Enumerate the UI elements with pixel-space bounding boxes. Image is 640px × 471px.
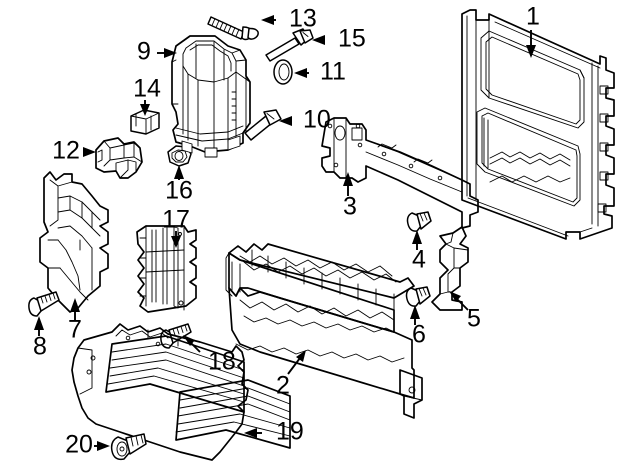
callout-label-15: 15 (338, 25, 366, 53)
leader-6 (410, 305, 420, 325)
leader-9 (157, 48, 177, 58)
callout-label-4: 4 (412, 246, 426, 274)
callout-label-16: 16 (165, 177, 193, 205)
leader-19 (244, 428, 262, 438)
callout-labels: 1 2 3 4 5 6 7 8 9 10 11 12 13 14 15 16 1… (33, 3, 540, 459)
leader-10 (279, 116, 292, 126)
callout-label-7: 7 (68, 316, 82, 344)
part-5-bracket-formed (431, 226, 469, 311)
callout-label-13: 13 (289, 5, 317, 33)
leader-4 (412, 230, 422, 250)
part-7-air-deflector-side (39, 171, 109, 313)
part-10-bolt-flange (244, 109, 282, 141)
leader-16 (174, 165, 184, 180)
leader-2 (287, 350, 306, 375)
part-15-bolt-hex-flange (265, 28, 314, 62)
part-17-air-duct-baffle (136, 225, 197, 313)
leader-18 (183, 335, 201, 353)
leader-11 (294, 68, 309, 78)
callout-label-19: 19 (276, 418, 304, 446)
leader-5 (449, 291, 469, 311)
callout-label-3: 3 (343, 193, 357, 221)
callout-label-12: 12 (52, 137, 80, 165)
leader-12 (83, 147, 96, 157)
leader-1 (526, 30, 536, 58)
part-11-grommet-seal (273, 59, 293, 85)
callout-label-8: 8 (33, 333, 47, 361)
callout-label-11: 11 (320, 58, 346, 86)
part-4-screw-pan-head (406, 211, 432, 232)
leader-3 (343, 172, 353, 196)
part-14-clip-retainer (130, 109, 160, 135)
callout-label-10: 10 (303, 106, 331, 134)
part-9-fan-shroud-module (171, 35, 251, 158)
leader-8 (34, 316, 44, 336)
part-8-screw-tapping (28, 291, 60, 317)
part-12-latch-bracket (95, 137, 143, 179)
leader-17 (171, 231, 181, 248)
leader-15 (312, 35, 325, 45)
part-2-lower-cross-member (225, 243, 423, 419)
callout-label-2: 2 (276, 372, 290, 400)
callout-label-14: 14 (133, 75, 161, 103)
callout-label-20: 20 (65, 431, 93, 459)
callout-label-17: 17 (162, 206, 190, 234)
callout-label-1: 1 (526, 3, 540, 31)
part-19-active-grille-shutter (71, 323, 291, 461)
callout-label-5: 5 (467, 305, 481, 333)
leader-13 (261, 15, 276, 25)
leader-14 (140, 100, 150, 116)
part-13-bolt-long-threaded (207, 16, 259, 41)
callout-label-9: 9 (137, 38, 151, 66)
leader-20 (94, 441, 110, 451)
leader-7 (70, 298, 80, 320)
part-6-screw-pan-head (405, 286, 431, 307)
callout-label-6: 6 (412, 321, 426, 349)
part-1-radiator-support-panel (461, 9, 615, 240)
part-20-retainer-push-pin (110, 433, 147, 461)
callout-label-18: 18 (208, 348, 236, 376)
